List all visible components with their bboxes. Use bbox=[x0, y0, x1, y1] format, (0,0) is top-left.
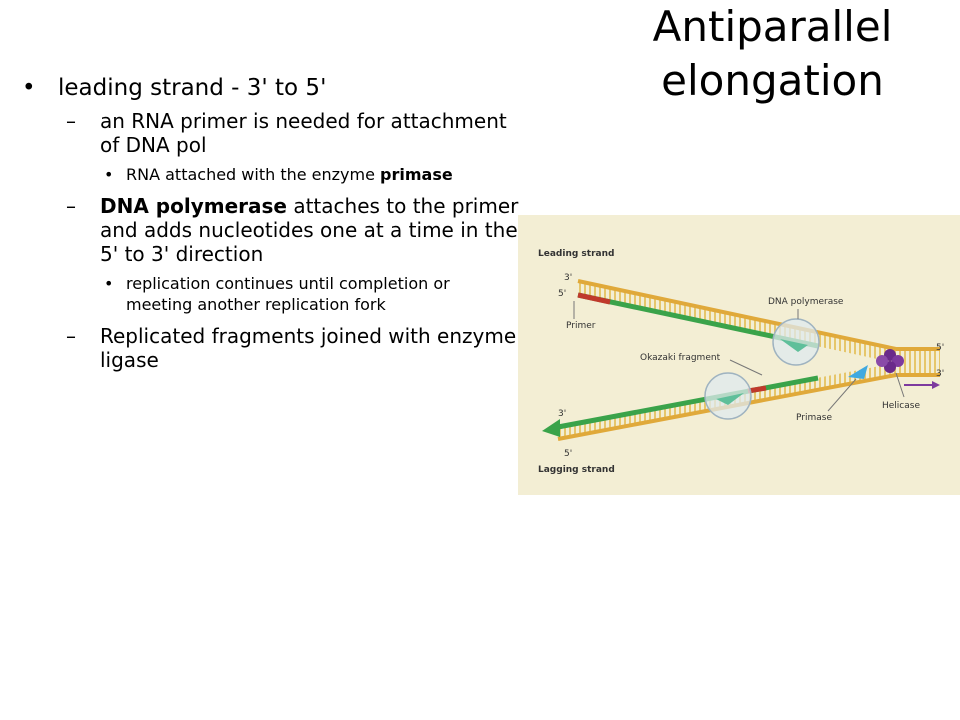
sub-bullet-text: Replicated fragments joined with enzyme … bbox=[100, 324, 517, 372]
lagging-strand-label: Lagging strand bbox=[538, 465, 615, 475]
lagging-new-backbone bbox=[557, 375, 819, 430]
detail-primase: RNA attached with the enzyme primase bbox=[100, 164, 520, 185]
leading-template-strand bbox=[578, 281, 896, 363]
helicase-arrowhead-icon bbox=[932, 381, 940, 389]
slide-title: Antiparallel elongation bbox=[600, 0, 945, 108]
slide-content: leading strand - 3' to 5' an RNA primer … bbox=[20, 74, 520, 381]
leading-strand-label: Leading strand bbox=[538, 249, 615, 259]
detail-replication: replication continues until completion o… bbox=[100, 273, 520, 315]
detail-text: RNA attached with the enzyme bbox=[126, 165, 381, 184]
sub-bullet-text: an RNA primer is needed for attachment o… bbox=[100, 109, 507, 157]
title-line-1: Antiparallel bbox=[652, 2, 893, 51]
leading-dna-polymerase bbox=[772, 318, 820, 366]
lagging-polymerase-arrow bbox=[716, 393, 744, 405]
primase-label: Primase bbox=[796, 413, 832, 423]
bullet-list: leading strand - 3' to 5' an RNA primer … bbox=[20, 74, 520, 372]
top-3-prime-label: 3' bbox=[564, 273, 573, 283]
primase-icon bbox=[848, 365, 868, 379]
right-5-prime-label: 5' bbox=[936, 343, 945, 353]
sub-bullet-bold: DNA polymerase bbox=[100, 194, 287, 218]
helicase-leader bbox=[895, 372, 905, 398]
leading-template-backbone bbox=[577, 279, 897, 351]
right-3-prime-label: 3' bbox=[936, 369, 945, 379]
detail-list: RNA attached with the enzyme primase bbox=[100, 164, 520, 185]
helicase-icon bbox=[876, 349, 904, 373]
bottom-5-prime-label: 5' bbox=[564, 449, 573, 459]
detail-list: replication continues until completion o… bbox=[100, 273, 520, 315]
bottom-3-prime-label: 3' bbox=[558, 409, 567, 419]
bullet-leading-strand: leading strand - 3' to 5' an RNA primer … bbox=[20, 74, 520, 372]
okazaki-leader bbox=[729, 359, 763, 376]
top-5-prime-label: 5' bbox=[558, 289, 567, 299]
bullet-text: leading strand - 3' to 5' bbox=[58, 75, 327, 101]
leading-polymerase-arrow bbox=[780, 339, 808, 352]
lagging-dna-polymerase bbox=[704, 372, 752, 420]
title-line-2: elongation bbox=[661, 56, 884, 105]
primase-leader bbox=[827, 378, 857, 412]
replication-fork-diagram bbox=[542, 279, 940, 441]
sub-bullet-list: an RNA primer is needed for attachment o… bbox=[58, 109, 520, 372]
helicase-label: Helicase bbox=[882, 401, 920, 411]
okazaki-fragment-label: Okazaki fragment bbox=[640, 353, 721, 363]
lagging-arrowhead bbox=[542, 419, 560, 437]
leading-primer bbox=[577, 292, 611, 305]
detail-text: replication continues until completion o… bbox=[126, 274, 450, 314]
replication-fork-figure: Leading strand 3' 5' Primer DNA polymera… bbox=[518, 215, 960, 495]
sub-bullet-text: attaches to the primer and adds nucleoti… bbox=[100, 194, 519, 266]
dna-polymerase-label: DNA polymerase bbox=[768, 297, 844, 307]
detail-bold: primase bbox=[380, 165, 453, 184]
sub-bullet-rna-primer: an RNA primer is needed for attachment o… bbox=[58, 109, 520, 185]
sub-bullet-dna-polymerase: DNA polymerase attaches to the primer an… bbox=[58, 194, 520, 315]
primer-label: Primer bbox=[566, 321, 596, 331]
sub-bullet-ligase: Replicated fragments joined with enzyme … bbox=[58, 324, 520, 372]
